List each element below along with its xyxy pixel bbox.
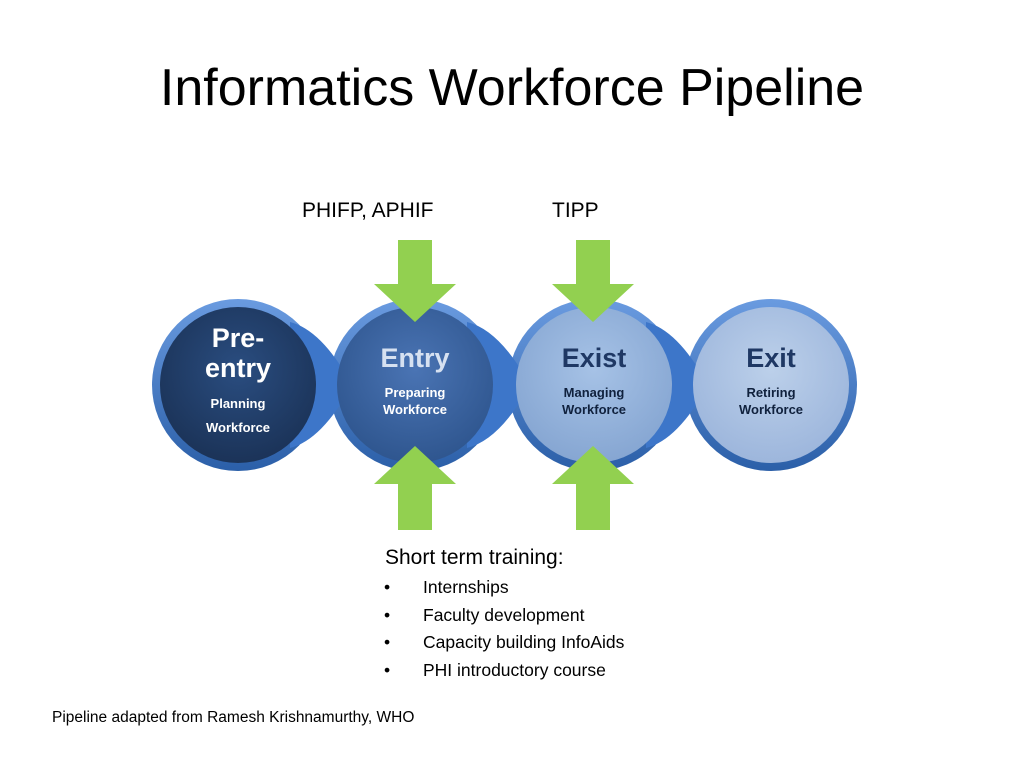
label-tipp: TIPP [552, 199, 599, 222]
bullet: • [384, 577, 391, 597]
list-item: • Internships [384, 577, 624, 605]
stage-entry-title: Entry [380, 343, 450, 373]
slide-title: Informatics Workforce Pipeline [159, 59, 865, 117]
pre-entry-circle [160, 307, 316, 463]
training-heading: Short term training: [385, 546, 564, 569]
stage-pre-entry-sub-1: Planning [210, 396, 266, 412]
stage-exist-sub-1: Managing [563, 385, 625, 401]
training-item-text: Internships [423, 577, 509, 597]
bullet: • [384, 604, 391, 625]
stage-exit-title: Exit [746, 343, 796, 373]
stage-entry-sub-1: Preparing [384, 385, 446, 401]
arrow-up-exist [552, 446, 634, 530]
stage-pre-entry-title-1: Pre- [211, 323, 265, 353]
training-item-text: Faculty development [423, 604, 585, 625]
exit-circle [693, 307, 849, 463]
stage-exit-sub-2: Workforce [738, 402, 804, 418]
exist-circle [516, 307, 672, 463]
entry-circle [337, 307, 493, 463]
label-phifp-aphif: PHIFP, APHIF [302, 199, 434, 222]
stage-entry-sub-2: Workforce [382, 402, 448, 418]
bullet: • [384, 632, 391, 652]
list-item: • Capacity building InfoAids [384, 632, 624, 660]
training-item-text: PHI introductory course [423, 659, 606, 680]
list-item: • Faculty development [384, 605, 624, 633]
training-list: • Internships • Faculty development • Capac… [384, 577, 624, 687]
list-item: • PHI introductory course [384, 660, 624, 688]
stage-exist-sub-2: Workforce [561, 402, 627, 418]
arrow-down-phifp [374, 240, 456, 322]
arrow-down-tipp [552, 240, 634, 322]
stage-exit-sub-1: Retiring [746, 385, 796, 401]
stage-exit-text: Exit Retiring Workforce [711, 343, 831, 419]
stage-exist-title: Exist [561, 343, 627, 373]
stage-pre-entry-text: Pre- entry Planning Workforce [178, 323, 298, 437]
green-arrows [374, 240, 634, 530]
stage-circles [160, 307, 849, 463]
stage-pre-entry-title-2: entry [204, 353, 272, 384]
stage-entry-text: Entry Preparing Workforce [355, 343, 475, 419]
bullet: • [384, 659, 391, 680]
training-item-text: Capacity building InfoAids [423, 632, 625, 652]
footnote: Pipeline adapted from Ramesh Krishnamurt… [52, 709, 415, 726]
stage-exist-text: Exist Managing Workforce [534, 343, 654, 419]
stage-pre-entry-sub-2: Workforce [205, 420, 271, 436]
arrow-up-entry [374, 446, 456, 530]
